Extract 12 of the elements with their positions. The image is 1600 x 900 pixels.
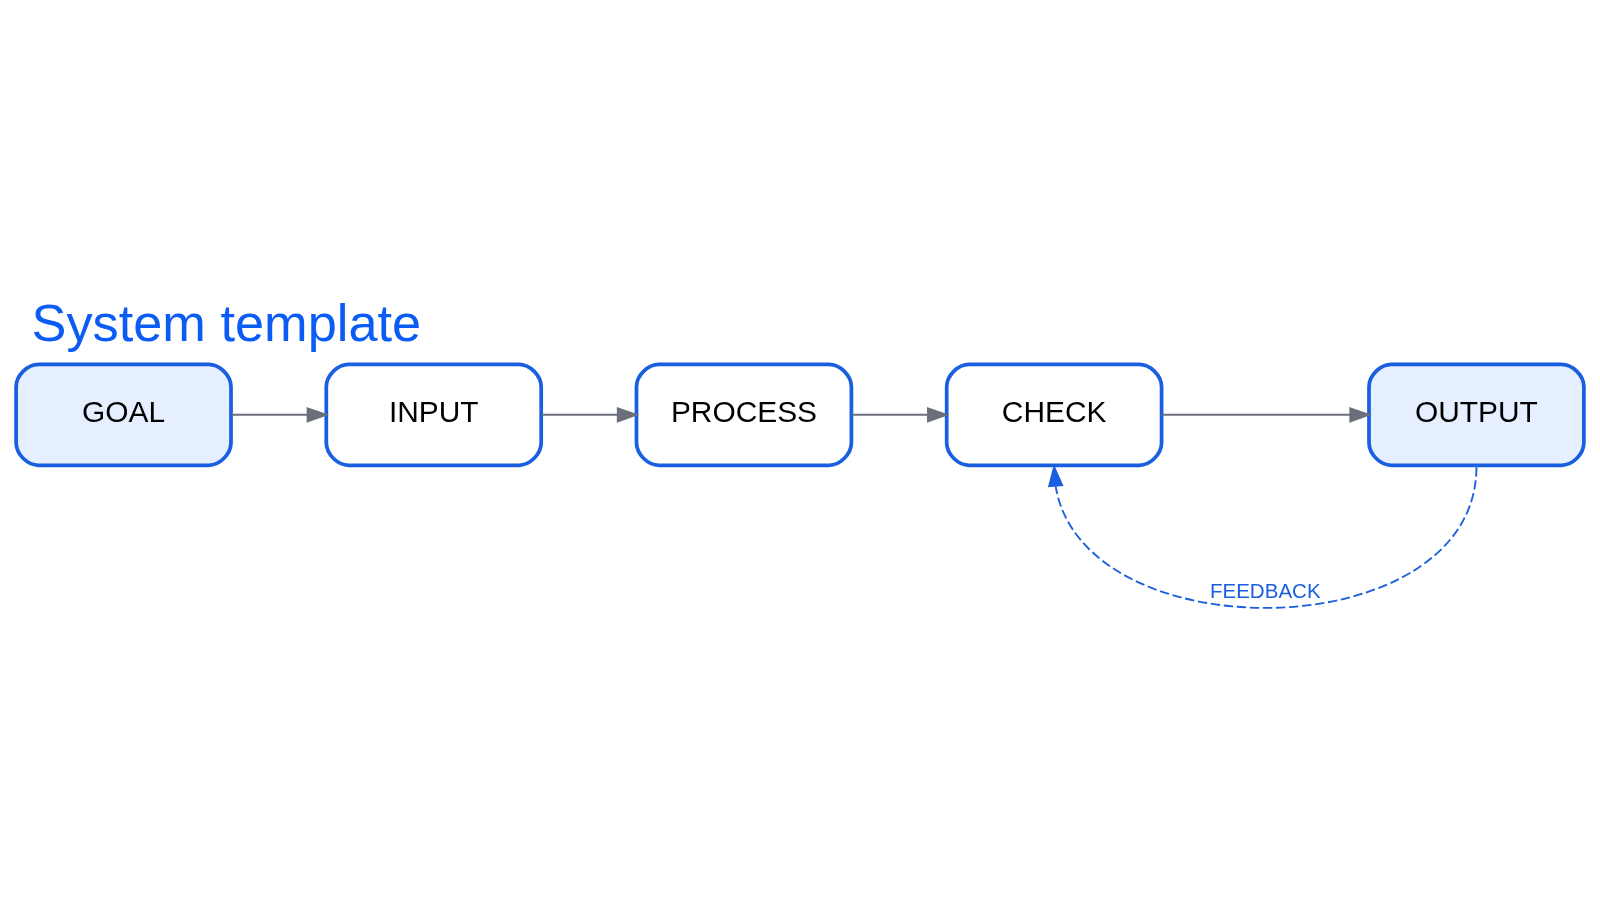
diagram-title: System template xyxy=(31,293,422,352)
arrow xyxy=(1047,464,1478,609)
arrow xyxy=(541,406,640,423)
arrow xyxy=(1160,406,1372,423)
node-box: CHECK xyxy=(944,362,1164,468)
edge-label: FEEDBACK xyxy=(1209,578,1321,602)
node-box: OUTPUT xyxy=(1367,362,1586,468)
arrow xyxy=(851,406,950,423)
node-box: PROCESS xyxy=(634,362,854,468)
node-box: GOAL xyxy=(14,362,233,468)
arrow xyxy=(230,406,330,423)
node-box: INPUT xyxy=(324,362,544,468)
